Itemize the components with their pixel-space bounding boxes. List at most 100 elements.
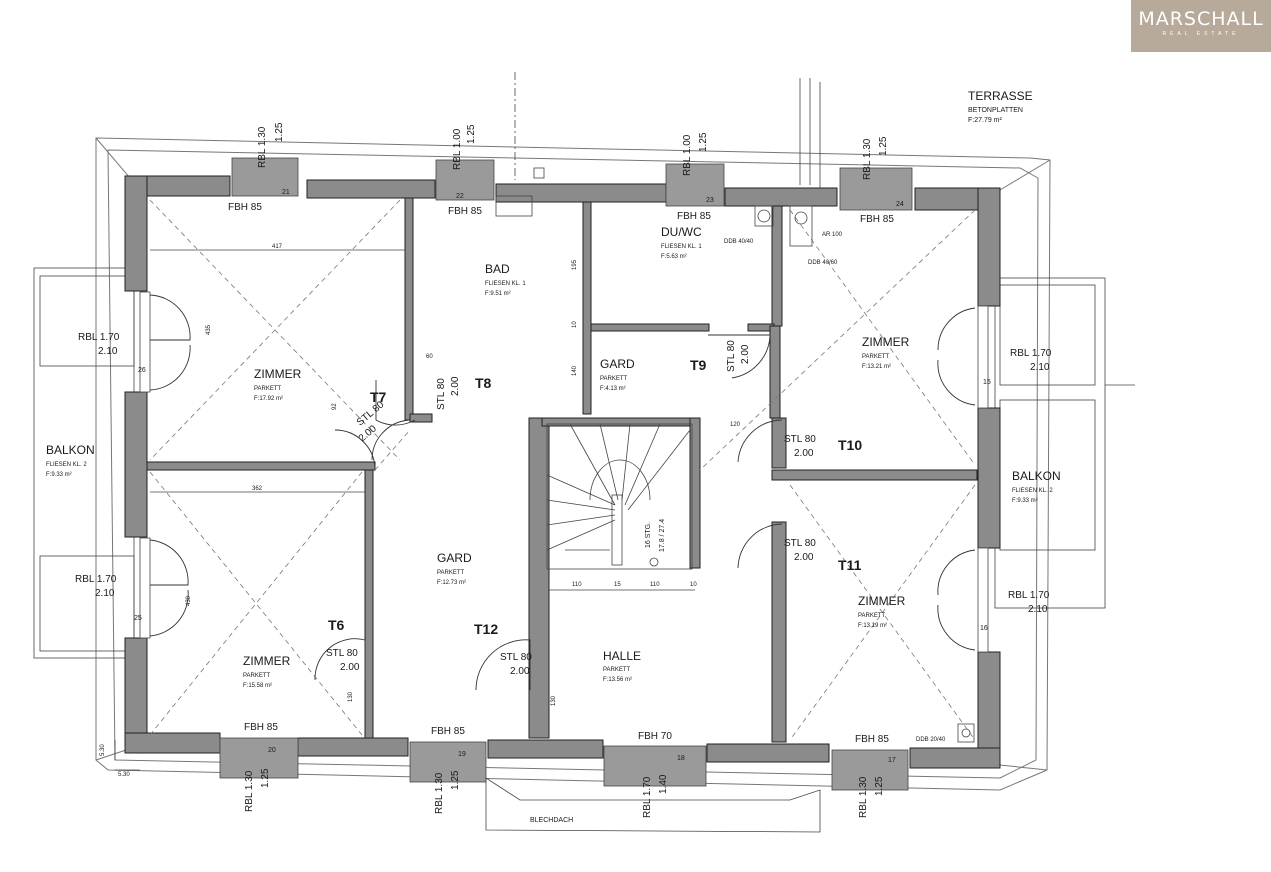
win18-fbh: FBH 70 — [638, 731, 672, 742]
win20-h: 1.25 — [260, 768, 271, 788]
win22-num: 22 — [456, 193, 464, 200]
win24-fbh: FBH 85 — [860, 214, 894, 225]
room-halle-area: F:13.56 m² — [603, 677, 632, 683]
door-swings — [149, 294, 976, 691]
inner-walls — [146, 197, 978, 743]
dim-362: 362 — [252, 486, 263, 492]
duct-ddb2040: DDB 20/40 — [916, 737, 946, 743]
outer-walls — [124, 175, 1001, 769]
room-t11-area: F:13.19 m² — [858, 623, 887, 629]
stairs-steps: 16 STG. — [645, 522, 652, 548]
dim-120: 120 — [730, 422, 741, 428]
room-t12-area: F:12.73 m² — [437, 580, 466, 586]
balcony-right — [994, 277, 1135, 609]
room-t7-id: T7 — [370, 389, 387, 405]
room-t7-floor: PARKETT — [254, 386, 282, 392]
win19-fbh: FBH 85 — [431, 726, 465, 737]
door-t11-label: STL 80 — [784, 538, 816, 549]
room-halle-floor: PARKETT — [603, 667, 631, 673]
room-t7-area: F:17.92 m² — [254, 396, 283, 402]
room-t8-id: T8 — [475, 375, 492, 391]
room-t10-id: T10 — [838, 437, 862, 453]
win23-fbh: FBH 85 — [677, 211, 711, 222]
terrace-title: TERRASSE — [968, 89, 1033, 103]
door-left-bottom-label: RBL 1.70 — [75, 574, 117, 585]
door-t8-label: STL 80 — [436, 378, 447, 410]
win24-h: 1.25 — [878, 136, 889, 156]
room-t6-area: F:15.58 m² — [243, 683, 272, 689]
dim-130b: 130 — [551, 695, 557, 706]
dim-10: 10 — [572, 321, 578, 328]
win17-fbh: FBH 85 — [855, 734, 889, 745]
win23-num: 23 — [706, 197, 714, 204]
room-t12-name: GARD — [437, 551, 472, 565]
marschall-logo: MARSCHALL REAL ESTATE — [1131, 0, 1271, 52]
win21-num: 21 — [282, 189, 290, 196]
balcony-right-floor: FLIESEN KL. 2 — [1012, 488, 1053, 494]
logo-main-text: MARSCHALL — [1138, 8, 1264, 30]
terrace-area: F:27.79 m² — [968, 117, 1003, 124]
dim-430: 430 — [186, 595, 192, 606]
ducts — [495, 167, 975, 743]
door-left-top-height: 2.10 — [98, 346, 118, 357]
door-right-bottom-label: RBL 1.70 — [1008, 590, 1050, 601]
logo-sub-text: REAL ESTATE — [1162, 31, 1240, 37]
dim-417: 417 — [272, 244, 283, 250]
door-t9-label: STL 80 — [726, 340, 737, 372]
room-t8-floor: FLIESEN KL. 1 — [485, 281, 526, 287]
room-t10-floor: PARKETT — [862, 354, 890, 360]
door-right-top-label: RBL 1.70 — [1010, 348, 1052, 359]
room-t9-id: T9 — [690, 357, 707, 373]
dim-530b: 5.30 — [118, 772, 130, 778]
win21-h: 1.25 — [274, 122, 285, 142]
balcony-right-area: F:9.33 m² — [1012, 498, 1038, 504]
balcony-left-area: F:9.33 m² — [46, 472, 72, 478]
win26-num: 26 — [138, 367, 146, 374]
balcony-left-floor: FLIESEN KL. 2 — [46, 462, 87, 468]
win18-rbl: RBL 1.70 — [642, 776, 653, 818]
door-left-top-label: RBL 1.70 — [78, 332, 120, 343]
room-t12-floor: PARKETT — [437, 570, 465, 576]
win17-h: 1.25 — [874, 776, 885, 796]
win18-h: 1.40 — [658, 774, 669, 794]
dim-110a: 110 — [572, 582, 582, 588]
balcony-right-name: BALKON — [1012, 469, 1061, 483]
dim-110b: 110 — [650, 582, 660, 588]
win22-rbl: RBL 1.00 — [452, 128, 463, 170]
win19-rbl: RBL 1.30 — [434, 772, 445, 814]
dim-435: 435 — [206, 324, 212, 335]
win21-fbh: FBH 85 — [228, 202, 262, 213]
win23-rbl: RBL 1.00 — [682, 134, 693, 176]
duct-ar100: AR 100 — [822, 232, 843, 238]
plan-labels: TERRASSE BETONPLATTEN F:27.79 m² BLECHDA… — [46, 89, 1061, 824]
door-left-bottom-height: 2.10 — [95, 588, 115, 599]
room-diagonals — [149, 199, 976, 741]
win25-num: 25 — [134, 615, 142, 622]
room-duwc-floor: FLIESEN KL. 1 — [661, 244, 702, 250]
dim-530a: 5.30 — [100, 744, 106, 756]
room-t8-name: BAD — [485, 262, 510, 276]
room-t9-name: GARD — [600, 357, 635, 371]
terrace-sub: BETONPLATTEN — [968, 107, 1023, 114]
duct-ddb4040: DDB 40/40 — [724, 239, 754, 245]
win19-h: 1.25 — [450, 770, 461, 790]
room-t8-area: F:9.51 m² — [485, 291, 511, 297]
win24-rbl: RBL 1.30 — [862, 138, 873, 180]
win17-num: 17 — [888, 757, 896, 764]
door-t6-label: STL 80 — [326, 648, 358, 659]
win15-num: 15 — [983, 379, 991, 386]
win23-h: 1.25 — [698, 132, 709, 152]
door-t12-height: 2.00 — [510, 666, 530, 677]
dim-130a: 130 — [348, 691, 354, 702]
room-duwc-area: F:5.63 m² — [661, 254, 687, 260]
staircase — [546, 423, 693, 570]
room-t11-floor: PARKETT — [858, 613, 886, 619]
duct-ddb4060: DDB 40/60 — [808, 260, 838, 266]
room-t10-area: F:13.21 m² — [862, 364, 891, 370]
dim-140: 140 — [572, 365, 578, 376]
door-t10-label: STL 80 — [784, 434, 816, 445]
win22-fbh: FBH 85 — [448, 206, 482, 217]
door-right-top-height: 2.10 — [1030, 362, 1050, 373]
door-t12-label: STL 80 — [500, 652, 532, 663]
win20-fbh: FBH 85 — [244, 722, 278, 733]
